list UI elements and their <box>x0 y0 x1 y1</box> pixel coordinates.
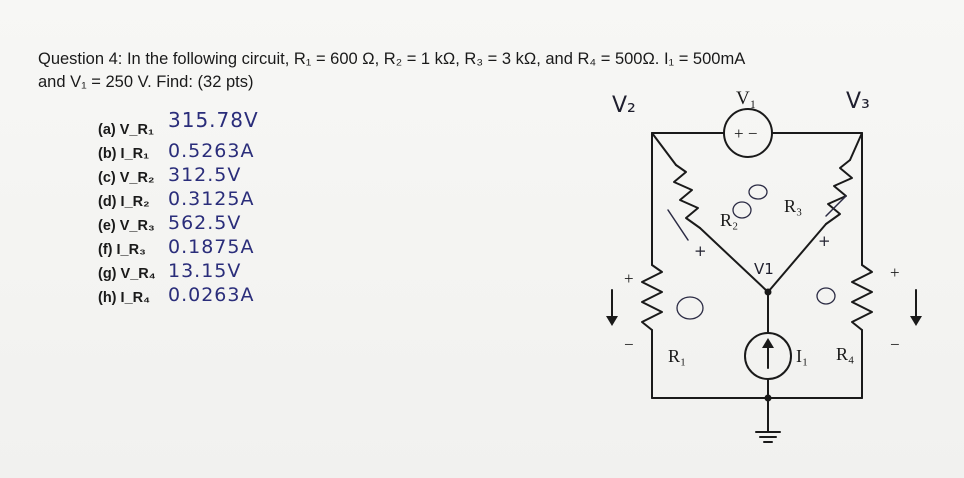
part-label-g: (g) V_R₄ <box>98 266 156 282</box>
label-v1: V₁ <box>736 88 756 109</box>
label-r3: R₃ <box>784 196 802 216</box>
hand-loop-r2 <box>748 184 768 200</box>
label-minus-right: − <box>890 335 900 354</box>
handwritten-answer-f: 0.1875A <box>168 236 255 258</box>
hand-loop-r4 <box>816 287 836 305</box>
voltage-source-v1 <box>723 108 773 158</box>
label-r1: R₁ <box>668 346 686 366</box>
answer-row-d: (d) I_R₂ 0.3125A <box>98 188 328 214</box>
answer-row-a: (a) V_R₁ 315.78V <box>98 108 328 142</box>
resistor-r4 <box>851 264 873 331</box>
answer-row-c: (c) V_R₂ 312.5V <box>98 164 328 190</box>
hand-loop-r2b <box>732 201 752 219</box>
handwritten-answer-e: 562.5V <box>168 212 242 234</box>
handwritten-answer-h: 0.0263A <box>168 284 255 306</box>
label-source-sign: + − <box>734 124 757 143</box>
hand-loop-r1 <box>676 296 704 320</box>
wire-diag-right-a <box>849 132 863 161</box>
question-text-1: Question 4: In the following circuit, R₁… <box>38 50 746 68</box>
answer-row-e: (e) V_R₃ 562.5V <box>98 212 328 238</box>
arrow-right-head <box>910 316 922 326</box>
part-label-b: (b) I_R₁ <box>98 146 150 162</box>
handwritten-v3: V₃ <box>846 89 870 114</box>
handwritten-answer-g: 13.15V <box>168 260 242 282</box>
label-r2: R₂ <box>720 210 738 230</box>
hand-arrow-r3 <box>825 195 847 217</box>
answer-row-b: (b) I_R₁ 0.5263A <box>98 140 328 166</box>
resistor-r1 <box>641 264 663 331</box>
handwritten-answer-d: 0.3125A <box>168 188 255 210</box>
question-line-2: and V₁ = 250 V. Find: (32 pts) <box>38 73 253 92</box>
label-minus-left: − <box>624 335 634 354</box>
wire-diag-right-b <box>767 223 827 293</box>
handwritten-v1-node: V1 <box>754 260 774 278</box>
answer-row-f: (f) I_R₃ 0.1875A <box>98 236 328 262</box>
resistor-r2 <box>673 164 701 229</box>
handwritten-answer-a: 315.78V <box>168 108 259 132</box>
handwritten-answer-b: 0.5263A <box>168 140 255 162</box>
answer-row-h: (h) I_R₄ 0.0263A <box>98 284 328 310</box>
node-bottom <box>764 394 772 402</box>
answer-row-g: (g) V_R₄ 13.15V <box>98 260 328 286</box>
part-label-a: (a) V_R₁ <box>98 122 154 138</box>
part-label-d: (d) I_R₂ <box>98 194 150 210</box>
part-label-c: (c) V_R₂ <box>98 170 155 186</box>
part-label-h: (h) I_R₄ <box>98 290 151 306</box>
part-label-e: (e) V_R₃ <box>98 218 155 234</box>
label-i1: I₁ <box>796 346 808 366</box>
node-center <box>764 288 772 296</box>
label-r4: R₄ <box>836 344 854 364</box>
part-label-f: (f) I_R₃ <box>98 242 146 258</box>
resistor-r3 <box>825 159 853 225</box>
label-plus-left: + <box>624 269 634 288</box>
question-line-1: Question 4: In the following circuit, R₁… <box>38 50 745 69</box>
hand-arrow-r2 <box>667 209 689 241</box>
arrow-left-head <box>606 316 618 326</box>
label-plus-right: + <box>890 263 900 282</box>
current-arrow-head <box>762 338 774 348</box>
wire-diag-left-a <box>651 132 677 166</box>
question-text-2: and V₁ = 250 V. Find: (32 pts) <box>38 73 254 91</box>
handwritten-plus-r2: + <box>694 242 707 260</box>
handwritten-plus-r3: + <box>818 232 831 250</box>
handwritten-v2: V₂ <box>612 93 636 118</box>
handwritten-answer-c: 312.5V <box>168 164 242 186</box>
wire-diag-left-b <box>699 227 769 293</box>
